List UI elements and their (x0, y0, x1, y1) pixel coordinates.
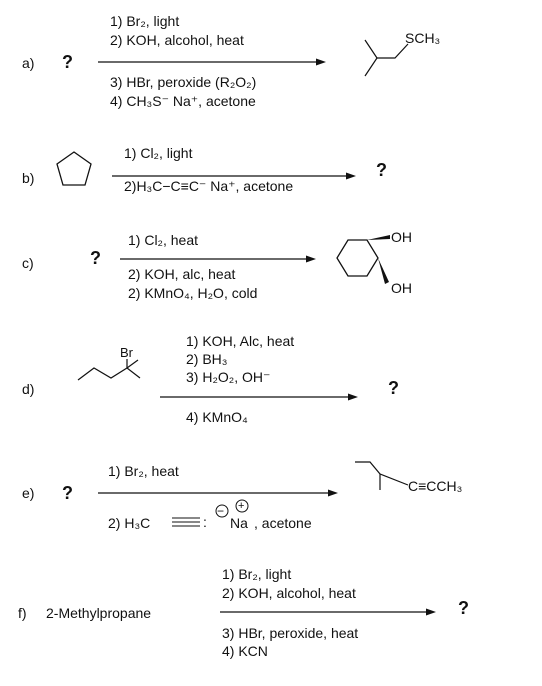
reagent-d-4: 4) KMnO₄ (186, 409, 248, 425)
unknown-product-d: ? (388, 378, 399, 398)
positive-charge: + (238, 500, 245, 512)
problem-label-e: e) (22, 485, 35, 501)
unknown-product-f: ? (458, 598, 469, 618)
reagent-d-2: 2) BH₃ (186, 351, 228, 367)
cyclohexanediol-structure (336, 239, 379, 277)
reagent-b-2: 2)H₃C−C≡C⁻ Na⁺, acetone (124, 178, 294, 194)
reaction-arrow-b (112, 172, 356, 180)
positive-charge-circle (235, 499, 249, 513)
reaction-arrow-a (98, 58, 326, 66)
solvent-label: , acetone (254, 515, 312, 531)
product-structure-e (355, 461, 381, 490)
reagent-d-1: 1) KOH, Alc, heat (186, 333, 295, 349)
problem-label-b: b) (22, 170, 35, 186)
reagent-e-2-prefix: 2) H₃C (108, 515, 151, 531)
reagent-e-1: 1) Br₂, heat (108, 463, 179, 479)
reaction-arrow-e (98, 489, 338, 497)
unknown-start-a: ? (62, 52, 73, 72)
reagent-d-3: 3) H₂O₂, OH⁻ (186, 369, 271, 385)
bromine-label: Br (120, 345, 133, 360)
reagent-c-1: 1) Cl₂, heat (128, 232, 199, 248)
reagent-f-4: 4) KCN (222, 643, 268, 659)
problem-label-c: c) (22, 255, 34, 271)
reaction-arrow-d (160, 393, 358, 401)
reagent-c-3: 2) KMnO₄, H₂O, cold (128, 285, 258, 301)
reaction-arrow-c (120, 255, 316, 263)
reagent-c-2: 2) KOH, alc, heat (128, 266, 236, 282)
product-label-e: C≡CCH₃ (408, 478, 463, 494)
hydroxyl-label-2: OH (391, 280, 412, 296)
cyclopentane-structure (56, 151, 92, 186)
reagent-f-2: 2) KOH, alcohol, heat (222, 585, 356, 601)
negative-charge: − (217, 504, 225, 518)
reagent-e-2-colon: : (203, 514, 207, 530)
reaction-arrow-f (220, 608, 436, 616)
unknown-product-b: ? (376, 160, 387, 180)
counterion-label: Na (230, 515, 248, 531)
product-label-a: SCH₃ (405, 30, 441, 46)
unknown-start-e: ? (62, 483, 73, 503)
reagent-b-1: 1) Cl₂, light (124, 145, 193, 161)
reagent-triple-bond (172, 517, 200, 527)
unknown-start-c: ? (90, 248, 101, 268)
product-structure-a (364, 39, 378, 77)
reagent-a-1: 1) Br₂, light (110, 13, 180, 29)
problem-label-a: a) (22, 55, 35, 71)
reagent-a-2: 2) KOH, alcohol, heat (110, 32, 244, 48)
problem-label-f: f) (18, 605, 27, 621)
reagent-f-1: 1) Br₂, light (222, 566, 292, 582)
problem-label-d: d) (22, 381, 35, 397)
hydroxyl-label-1: OH (391, 229, 412, 245)
negative-charge-circle (215, 504, 229, 518)
starting-material-f: 2-Methylpropane (46, 605, 152, 621)
alkyl-bromide-structure (77, 367, 141, 381)
reagent-f-3: 3) HBr, peroxide, heat (222, 625, 359, 641)
reagent-a-3: 3) HBr, peroxide (R₂O₂) (110, 74, 257, 90)
reagent-a-4: 4) CH₃S⁻ Na⁺, acetone (110, 93, 256, 109)
